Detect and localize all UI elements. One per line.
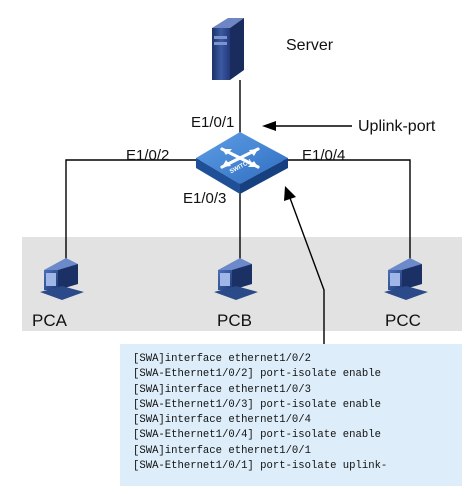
port-label-e1-0-2: E1/0/2 (126, 147, 170, 164)
cli-line: [SWA-Ethernet1/0/4] port-isolate enable (133, 429, 381, 442)
pc-icon-pcb (214, 258, 258, 300)
link-pca (65, 159, 200, 262)
port-label-e1-0-3: E1/0/3 (183, 190, 227, 207)
cli-line: [SWA]interface ethernet1/0/2 (133, 353, 312, 365)
cli-line: [SWA-Ethernet1/0/2] port-isolate enable (133, 368, 381, 381)
port-label-e1-0-4: E1/0/4 (302, 147, 346, 164)
network-links (65, 80, 411, 262)
uplink-port-label: Uplink-port (358, 118, 436, 135)
pc-icon-pcc (384, 258, 428, 300)
cli-line: [SWA]interface ethernet1/0/3 (133, 383, 312, 396)
switch-icon (196, 132, 288, 194)
server-icon (212, 18, 244, 80)
pc-label-pca: PCA (32, 311, 67, 330)
cli-line: [SWA-Ethernet1/0/1] port-isolate uplink- (133, 460, 388, 473)
server-label: Server (286, 37, 334, 54)
uplink-arrow (262, 121, 352, 131)
cli-line: [SWA-Ethernet1/0/3] port-isolate enable (133, 398, 381, 411)
port-label-e1-0-1: E1/0/1 (191, 114, 235, 131)
cli-line: [SWA]interface ethernet1/0/4 (133, 414, 312, 427)
cli-pointer-arrow (284, 186, 325, 344)
pc-icon-pca (40, 258, 84, 300)
link-pcc (280, 159, 411, 262)
cli-config-box: [SWA]interface ethernet1/0/2 [SWA-Ethern… (120, 344, 462, 486)
cli-line: [SWA]interface ethernet1/0/1 (133, 444, 312, 457)
pc-label-pcc: PCC (385, 311, 421, 330)
pc-label-pcb: PCB (217, 311, 252, 330)
